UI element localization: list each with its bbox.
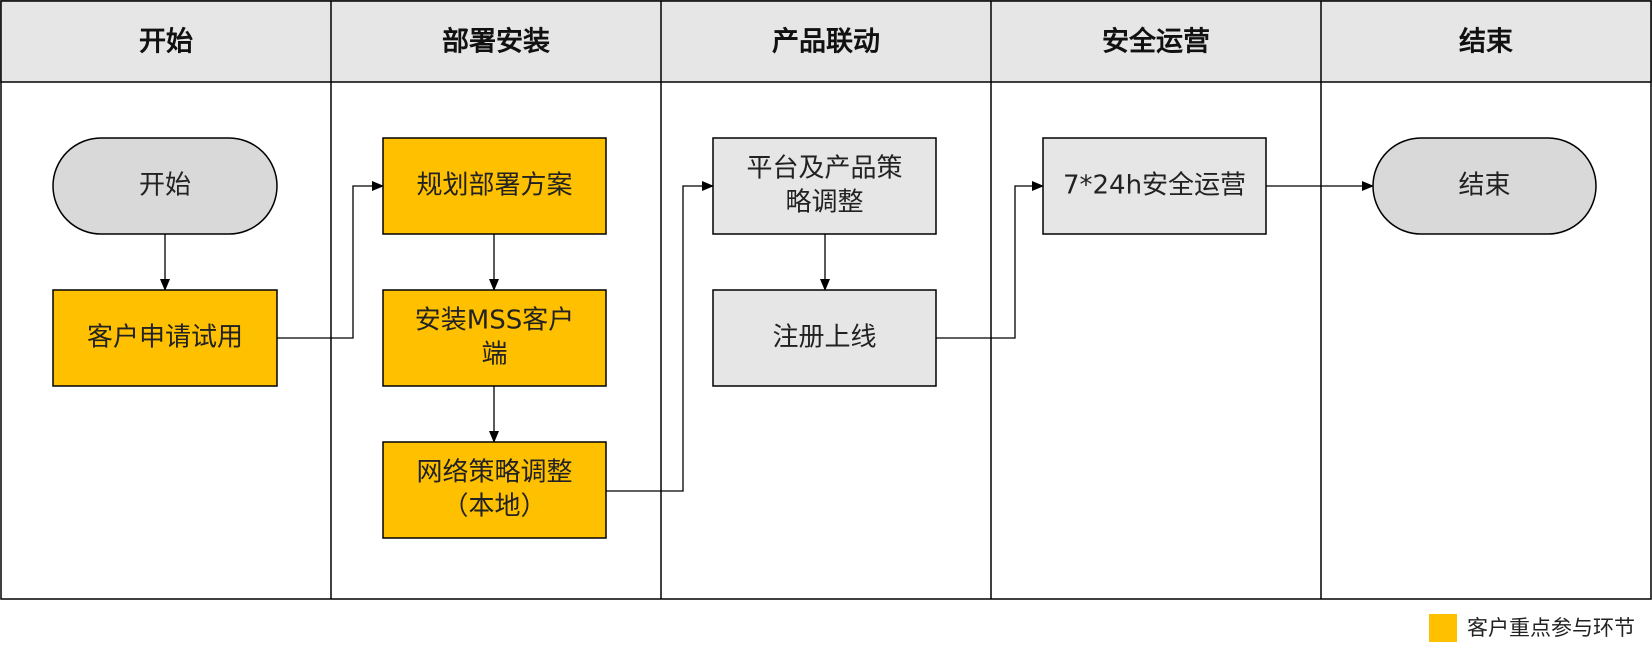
node-label: 略调整 (785, 188, 863, 218)
legend-swatch (1429, 614, 1457, 642)
node-ops: 7*24h安全运营 (1042, 137, 1267, 235)
node-label: 结束 (1458, 171, 1510, 201)
node-apply: 客户申请试用 (52, 289, 278, 387)
node-label: 开始 (139, 171, 191, 201)
node-policy-local: 网络策略调整 （本地） (382, 441, 607, 539)
node-end: 结束 (1372, 137, 1597, 235)
process-box (52, 289, 278, 387)
lane-header-ops: 安全运营 (1102, 26, 1210, 58)
lane-header-start: 开始 (139, 26, 193, 58)
lane-header-linkage: 产品联动 (772, 27, 880, 58)
legend-label: 客户重点参与环节 (1467, 616, 1635, 640)
terminal-shape (52, 137, 278, 235)
edge-n_register-to-n_ops (936, 181, 1044, 339)
process-box (382, 441, 607, 539)
node-label: 客户申请试用 (87, 323, 243, 353)
node-label: 安装MSS客户 (415, 306, 574, 336)
node-register: 注册上线 (712, 289, 937, 387)
flow-nodes: 开始客户申请试用规划部署方案安装MSS客户端网络策略调整（本地）平台及产品策略调… (52, 137, 1597, 539)
process-box (712, 137, 937, 235)
node-label: 端 (481, 340, 507, 370)
header-band (0, 0, 1652, 83)
node-label: 规划部署方案 (416, 171, 572, 201)
node-label: 注册上线 (772, 323, 876, 353)
lane-header-deploy: 部署安装 (442, 26, 550, 58)
node-label: 平台及产品策 (746, 154, 902, 184)
process-box (382, 289, 607, 387)
node-start: 开始 (52, 137, 278, 235)
process-box (382, 137, 607, 235)
node-label: （本地） (442, 492, 546, 522)
edge-n_apply-to-n_plan (277, 181, 384, 339)
terminal-shape (1372, 137, 1597, 235)
process-box (1042, 137, 1267, 235)
lane-header-end: 结束 (1459, 27, 1513, 58)
node-plan: 规划部署方案 (382, 137, 607, 235)
edge-n_policy_local-to-n_platform (606, 181, 714, 492)
process-box (712, 289, 937, 387)
node-label: 网络策略调整 (416, 458, 572, 488)
node-label: 7*24h安全运营 (1063, 171, 1246, 201)
connectors (160, 181, 1374, 492)
